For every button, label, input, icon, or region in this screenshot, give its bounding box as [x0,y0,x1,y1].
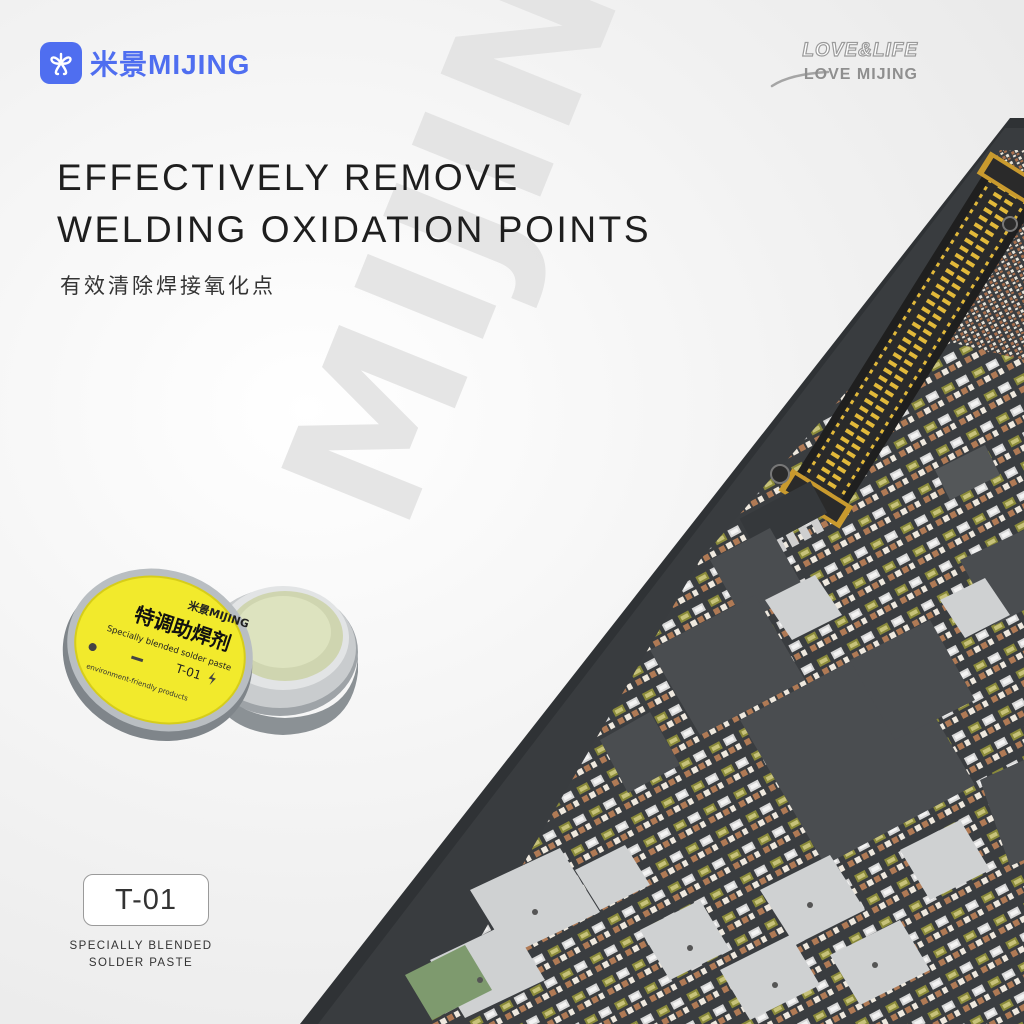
slogan-line2: LOVE MIJING [803,66,918,83]
model-badge: T-01 [83,874,209,926]
headline-line1: EFFECTIVELY REMOVE [57,157,520,198]
description-line1: SPECIALLY BLENDED [69,940,213,952]
swoosh-icon [770,70,830,88]
subtitle-chinese: 有效清除焊接氧化点 [60,275,276,298]
headline-line2: WELDING OXIDATION POINTS [57,209,652,250]
brand-logo: 米景MIJING [40,42,250,84]
description-line2: SOLDER PASTE [88,957,194,969]
brand-name: 米景MIJING [90,49,251,80]
love-life-slogan: LOVE&LIFE LOVE MIJING [770,39,920,90]
slogan-line1: LOVE&LIFE [802,39,918,61]
flower-logo-icon [40,42,82,84]
product-description: SPECIALLY BLENDED SOLDER PASTE [60,938,222,972]
solder-paste-tin: 米景MIJING 特调助焊剂 Specially blended solder … [62,568,358,742]
headline: EFFECTIVELY REMOVE WELDING OXIDATION POI… [57,152,651,256]
